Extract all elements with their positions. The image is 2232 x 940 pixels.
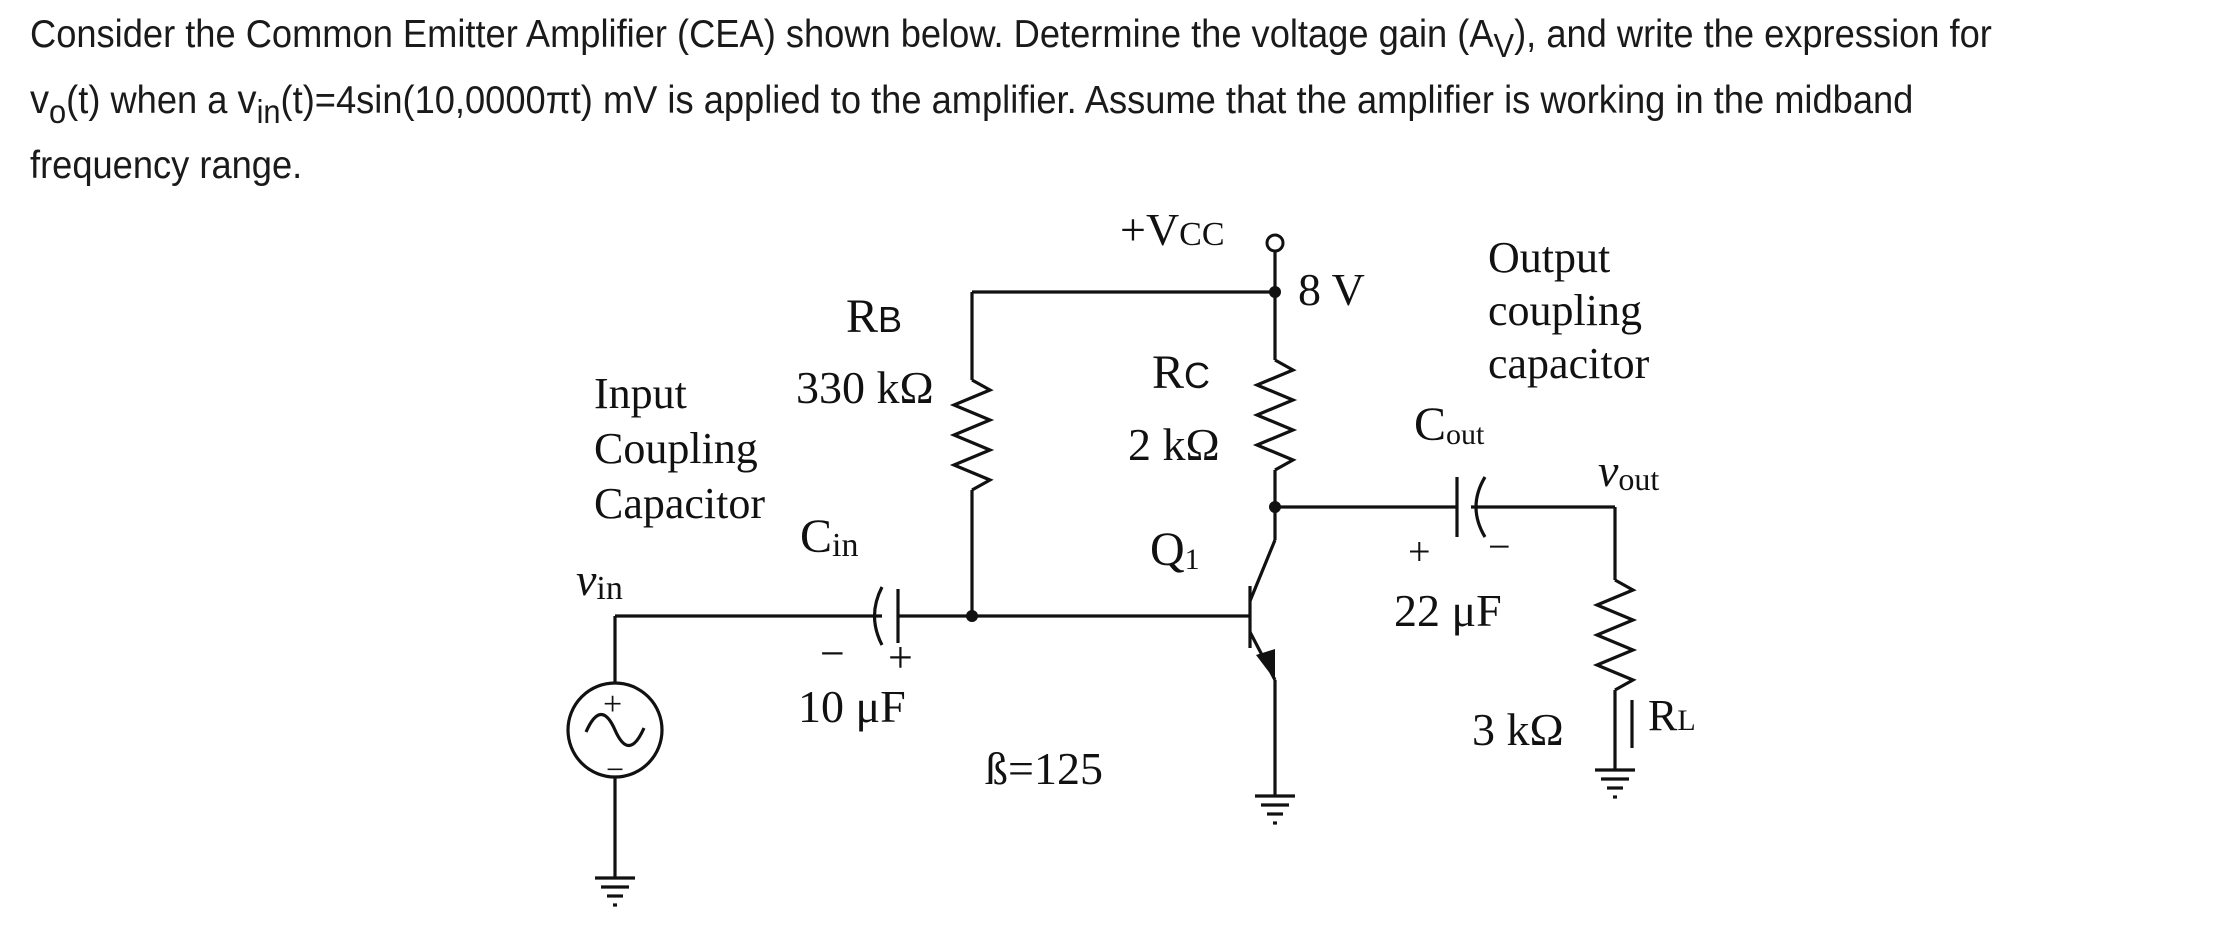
question-part-2: ), and write the expression for — [1514, 13, 1992, 56]
vcc-label: +VCC — [1120, 204, 1225, 255]
vcc-terminal — [1265, 233, 1285, 253]
vin-label: vin — [576, 554, 623, 607]
transistor-q1 — [1248, 539, 1277, 681]
cin-minus: − — [820, 629, 845, 678]
cout-minus: − — [1488, 524, 1511, 569]
cin-value: 10 μF — [798, 681, 906, 732]
rl-label: RL — [1648, 691, 1696, 740]
cout-capacitor — [1455, 476, 1487, 538]
output-cap-caption-line2: coupling — [1488, 286, 1642, 335]
rb-label: RB — [846, 290, 902, 343]
vo-subscript: o — [49, 93, 67, 131]
cout-value: 22 μF — [1394, 585, 1502, 636]
vin-subscript: in — [256, 93, 281, 131]
cout-plus: + — [1408, 529, 1431, 574]
input-cap-caption-line1: Input — [594, 369, 687, 418]
question-part-4: (t)=4sin(10,0000πt) mV is applied to the… — [30, 79, 1914, 187]
vo-variable: v — [30, 76, 50, 122]
rl-value: 3 kΩ — [1472, 704, 1564, 755]
source-minus: − — [606, 751, 624, 787]
rc-value: 2 kΩ — [1128, 419, 1220, 470]
junction-dot-collector — [1269, 501, 1281, 513]
vcc-value: 8 V — [1298, 264, 1365, 315]
rc-resistor — [1252, 358, 1298, 472]
rc-label: RC — [1152, 346, 1210, 399]
cin-label: Cin — [800, 510, 858, 564]
circuit-wires — [613, 252, 1617, 878]
ground-icon-emitter — [1255, 794, 1295, 825]
ground-icon-load — [1595, 768, 1635, 799]
question-part-3: (t) when a — [66, 79, 238, 122]
question-text: Consider the Common Emitter Amplifier (C… — [30, 2, 2057, 198]
beta-value: ß=125 — [985, 743, 1103, 794]
source-plus: + — [603, 686, 622, 723]
cin-plus: + — [888, 633, 913, 682]
cin-capacitor — [872, 586, 900, 646]
output-cap-caption-line3: capacitor — [1488, 339, 1650, 388]
cout-label: Cout — [1414, 398, 1485, 451]
junction-dot-vcc — [1269, 286, 1281, 298]
question-part-1: Consider the Common Emitter Amplifier (C… — [30, 13, 1494, 56]
rl-resistor — [1592, 578, 1638, 692]
output-cap-caption-line1: Output — [1488, 233, 1610, 282]
rb-resistor — [949, 378, 995, 492]
rb-value: 330 kΩ — [796, 362, 934, 413]
input-cap-caption-line2: Coupling — [594, 424, 758, 473]
vin-variable: v — [237, 76, 257, 122]
q1-label: Q1 — [1150, 523, 1200, 576]
ground-icon-source — [595, 876, 635, 907]
ac-voltage-source-icon — [566, 681, 664, 779]
junction-dot-base — [966, 610, 978, 622]
gain-subscript: V — [1493, 27, 1515, 65]
input-cap-caption-line3: Capacitor — [594, 479, 765, 528]
vout-label: vout — [1598, 445, 1659, 497]
